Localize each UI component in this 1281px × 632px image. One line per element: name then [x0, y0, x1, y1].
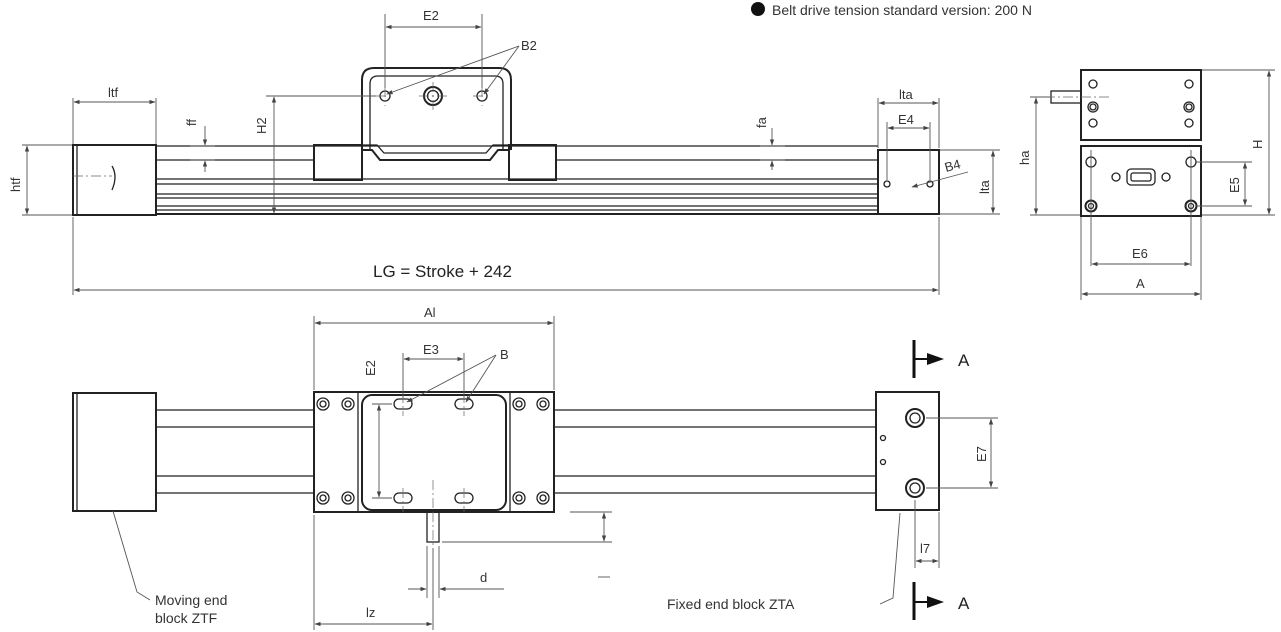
note: Belt drive tension standard version: 200… [751, 2, 1032, 18]
dim-E5: E5 [1227, 177, 1242, 193]
dim-E2-top: E2 [423, 8, 439, 23]
note-text: Belt drive tension standard version: 200… [772, 2, 1032, 18]
dim-E3: E3 [423, 342, 439, 357]
front-view: ltf htf ff H2 E2 B2 fa lt [8, 8, 1000, 295]
section-label-top: A [958, 351, 970, 370]
bullet-icon [751, 2, 765, 16]
dim-ff: ff [184, 119, 199, 126]
callout-fixed: Fixed end block ZTA [667, 596, 795, 612]
carriage-plan [313, 391, 555, 548]
fixed-end-block-front [877, 149, 940, 215]
fixed-end-block-plan [875, 391, 940, 511]
dim-E4: E4 [898, 112, 914, 127]
dim-Al: Al [424, 305, 436, 320]
dim-fa: fa [754, 116, 769, 128]
section-cut-marker-bottom: A [912, 582, 970, 620]
profile-front [156, 145, 878, 215]
dim-LG: LG = Stroke + 242 [373, 262, 512, 281]
label-B2: B2 [521, 38, 537, 53]
dim-E2-plan: E2 [363, 360, 378, 376]
dim-d: d [480, 570, 487, 585]
moving-end-block-plan [72, 392, 157, 512]
label-B: B [500, 347, 509, 362]
dim-E7: E7 [974, 446, 989, 462]
section-cut-marker-top: A [912, 340, 970, 378]
dim-lta-top: lta [899, 87, 914, 102]
section-view: ha H E5 E6 A [1017, 69, 1275, 300]
dim-lta-side: lta [977, 180, 992, 195]
dim-htf: htf [8, 177, 23, 192]
dim-H: H [1250, 140, 1265, 149]
plan-view: Al E3 B E2 E7 l7 d [72, 305, 998, 630]
callout-moving-line2: block ZTF [155, 610, 217, 626]
callout-moving-line1: Moving end [155, 592, 227, 608]
label-B4: B4 [943, 156, 962, 175]
dim-H2: H2 [254, 117, 269, 134]
dim-lz: lz [366, 605, 375, 620]
dim-ha: ha [1017, 150, 1032, 165]
section-label-bottom: A [958, 594, 970, 613]
dim-l7: l7 [920, 541, 930, 556]
dim-A: A [1136, 276, 1145, 291]
carriage-front [313, 67, 557, 181]
dim-E6: E6 [1132, 246, 1148, 261]
moving-end-block-front [72, 144, 157, 216]
dim-ltf: ltf [108, 85, 119, 100]
